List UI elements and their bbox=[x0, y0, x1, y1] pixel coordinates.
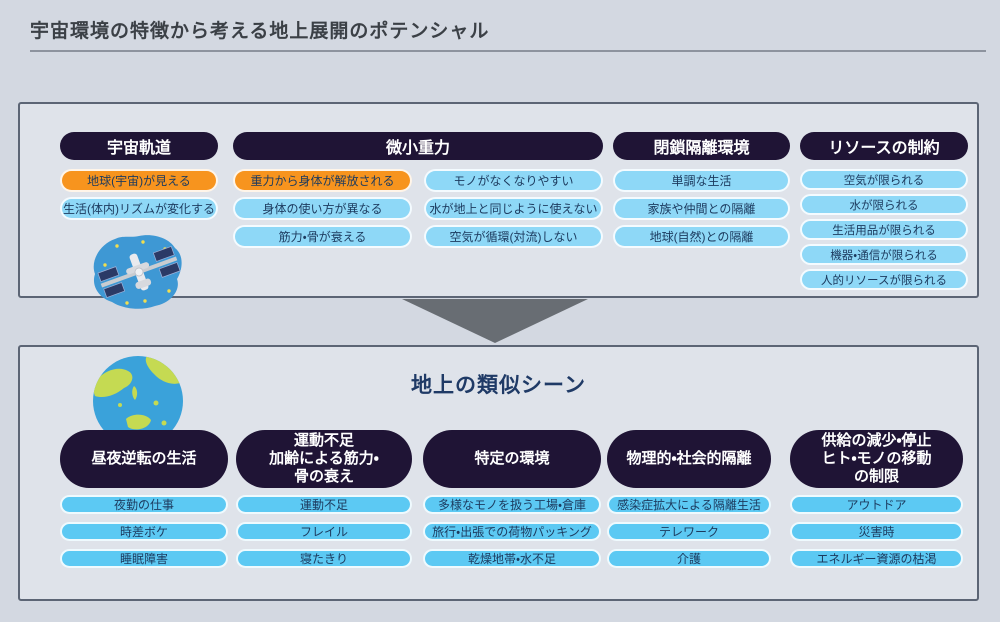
feature-pill: 筋力・骨が衰える bbox=[233, 225, 412, 248]
title-underline bbox=[30, 50, 986, 52]
scene-pill: 介護 bbox=[607, 549, 771, 568]
header-line: ヒト・モノの移動 bbox=[821, 450, 932, 467]
header-line: 物理的・社会的隔離 bbox=[626, 450, 752, 467]
feature-pill: 単調な生活 bbox=[613, 169, 790, 192]
feature-pill: 家族や仲間との隔離 bbox=[613, 197, 790, 220]
earth-illustration bbox=[90, 353, 186, 449]
scene-pill: 寝たきり bbox=[236, 549, 412, 568]
page-title: 宇宙環境の特徴から考える地上展開のポテンシャル bbox=[30, 21, 490, 42]
header-line: 骨の衰え bbox=[293, 468, 354, 485]
header-pill-microgravity: 微小重力 bbox=[233, 132, 603, 160]
microgravity-left-list: 重力から身体が解放される 身体の使い方が異なる 筋力・骨が衰える bbox=[233, 169, 412, 253]
feature-pill: 機器・通信が限られる bbox=[800, 244, 968, 265]
header-line: 昼夜逆転の生活 bbox=[91, 450, 197, 467]
feature-pill: 生活(体内)リズムが変化する bbox=[60, 197, 218, 220]
scene-pill: 夜勤の仕事 bbox=[60, 495, 228, 514]
ground-scenes-title: 地上の類似シーン bbox=[411, 374, 586, 397]
feature-pill: 地球(自然)との隔離 bbox=[613, 225, 790, 248]
header-pill-space-orbit: 宇宙軌道 bbox=[60, 132, 218, 160]
header-pill-closed-isolation: 閉鎖隔離環境 bbox=[613, 132, 790, 160]
feature-pill: 生活用品が限られる bbox=[800, 219, 968, 240]
scene-pill: 乾燥地帯・水不足 bbox=[423, 549, 601, 568]
down-arrow bbox=[402, 299, 588, 343]
scene-pill: フレイル bbox=[236, 522, 412, 541]
scene-pill: 睡眠障害 bbox=[60, 549, 228, 568]
scene-pill: 時差ボケ bbox=[60, 522, 228, 541]
header-line: 加齢による筋力・ bbox=[269, 450, 379, 467]
feature-pill: モノがなくなりやすい bbox=[424, 169, 603, 192]
column-space-orbit: 宇宙軌道 地球(宇宙)が見える 生活(体内)リズムが変化する bbox=[60, 132, 218, 311]
feature-pill: 重力から身体が解放される bbox=[233, 169, 412, 192]
column-closed-isolation: 閉鎖隔離環境 単調な生活 家族や仲間との隔離 地球(自然)との隔離 bbox=[613, 132, 790, 253]
scene-pill: エネルギー資源の枯渇 bbox=[790, 549, 963, 568]
feature-pill: 身体の使い方が異なる bbox=[233, 197, 412, 220]
iss-illustration bbox=[87, 233, 191, 311]
scene-pill: 感染症拡大による隔離生活 bbox=[607, 495, 771, 514]
header-pill-specific-environments: 特定の環境 bbox=[423, 430, 601, 488]
header-pill-physical-social-isolation: 物理的・社会的隔離 bbox=[607, 430, 771, 488]
column-resource-constraints: リソースの制約 空気が限られる 水が限られる 生活用品が限られる 機器・通信が限… bbox=[800, 132, 968, 294]
feature-pill: 水が地上と同じように使えない bbox=[424, 197, 603, 220]
column-day-night-reversal: 昼夜逆転の生活 夜勤の仕事 時差ボケ 睡眠障害 bbox=[60, 430, 228, 576]
column-lack-of-exercise: 運動不足 加齢による筋力・ 骨の衰え 運動不足 フレイル 寝たきり bbox=[236, 430, 412, 576]
header-pill-day-night-reversal: 昼夜逆転の生活 bbox=[60, 430, 228, 488]
header-line: 運動不足 bbox=[293, 432, 354, 449]
scene-pill: アウトドア bbox=[790, 495, 963, 514]
header-pill-resource-constraints: リソースの制約 bbox=[800, 132, 968, 160]
scene-pill: 多様なモノを扱う工場・倉庫 bbox=[423, 495, 601, 514]
feature-pill: 人的リソースが限られる bbox=[800, 269, 968, 290]
column-specific-environments: 特定の環境 多様なモノを扱う工場・倉庫 旅行・出張での荷物パッキング 乾燥地帯・… bbox=[423, 430, 601, 576]
scene-pill: 災害時 bbox=[790, 522, 963, 541]
column-supply-reduction: 供給の減少・停止 ヒト・モノの移動 の制限 アウトドア 災害時 エネルギー資源の… bbox=[790, 430, 963, 576]
scene-pill: テレワーク bbox=[607, 522, 771, 541]
scene-pill: 旅行・出張での荷物パッキング bbox=[423, 522, 601, 541]
scene-pill: 運動不足 bbox=[236, 495, 412, 514]
header-line: 供給の減少・停止 bbox=[821, 432, 932, 449]
microgravity-right-list: モノがなくなりやすい 水が地上と同じように使えない 空気が循環(対流)しない bbox=[424, 169, 603, 253]
feature-pill: 空気が限られる bbox=[800, 169, 968, 190]
panel-ground-scenes: 地上の類似シーン 昼夜逆転の生活 夜勤の仕事 時差ボケ 睡眠障害 運動不足 加齢… bbox=[18, 345, 979, 601]
header-line: 特定の環境 bbox=[474, 450, 550, 467]
header-pill-supply-reduction: 供給の減少・停止 ヒト・モノの移動 の制限 bbox=[790, 430, 963, 488]
column-microgravity: 微小重力 重力から身体が解放される 身体の使い方が異なる 筋力・骨が衰える モノ… bbox=[233, 132, 603, 253]
microgravity-pill-row: 重力から身体が解放される 身体の使い方が異なる 筋力・骨が衰える モノがなくなり… bbox=[233, 169, 603, 253]
header-pill-lack-of-exercise: 運動不足 加齢による筋力・ 骨の衰え bbox=[236, 430, 412, 488]
feature-pill: 空気が循環(対流)しない bbox=[424, 225, 603, 248]
panel-space-environment: 宇宙軌道 地球(宇宙)が見える 生活(体内)リズムが変化する bbox=[18, 102, 979, 309]
feature-pill: 水が限られる bbox=[800, 194, 968, 215]
column-physical-social-isolation: 物理的・社会的隔離 感染症拡大による隔離生活 テレワーク 介護 bbox=[607, 430, 771, 576]
feature-pill: 地球(宇宙)が見える bbox=[60, 169, 218, 192]
header-line: の制限 bbox=[853, 468, 899, 485]
